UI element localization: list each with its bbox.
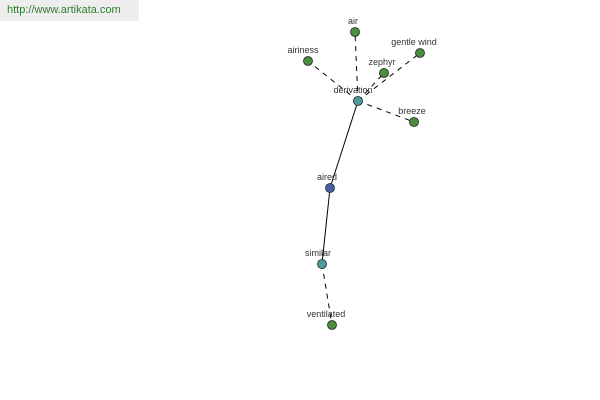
- node-ventilated[interactable]: [327, 320, 337, 330]
- node-air[interactable]: [350, 27, 360, 37]
- edge-derivation-air: [354, 31, 359, 102]
- edge-aired-similar: [321, 187, 331, 265]
- node-label-breeze[interactable]: breeze: [398, 106, 426, 116]
- node-airiness[interactable]: [303, 56, 313, 66]
- node-gentle-wind[interactable]: [415, 48, 425, 58]
- node-label-zephyr[interactable]: zephyr: [368, 57, 395, 67]
- node-label-ventilated[interactable]: ventilated: [307, 309, 346, 319]
- site-url[interactable]: http://www.artikata.com: [7, 4, 121, 16]
- edge-derivation-airiness: [307, 60, 359, 102]
- node-zephyr[interactable]: [379, 68, 389, 78]
- edge-aired-derivation: [329, 100, 359, 189]
- node-aired[interactable]: [325, 183, 335, 193]
- edge-derivation-gentle_wind: [357, 52, 421, 102]
- node-derivation[interactable]: [353, 96, 363, 106]
- node-label-gentle-wind[interactable]: gentle wind: [391, 37, 437, 47]
- node-similar[interactable]: [317, 259, 327, 269]
- edge-derivation-zephyr: [357, 72, 385, 102]
- node-label-airiness[interactable]: airiness: [287, 45, 319, 55]
- node-breeze[interactable]: [409, 117, 419, 127]
- node-label-air[interactable]: air: [348, 16, 358, 26]
- url-bar: http://www.artikata.com: [0, 0, 139, 21]
- node-label-similar[interactable]: similar: [305, 248, 331, 258]
- node-label-derivation[interactable]: derivation: [333, 85, 372, 95]
- edge-similar-ventilated: [321, 263, 333, 326]
- node-label-aired[interactable]: aired: [317, 172, 337, 182]
